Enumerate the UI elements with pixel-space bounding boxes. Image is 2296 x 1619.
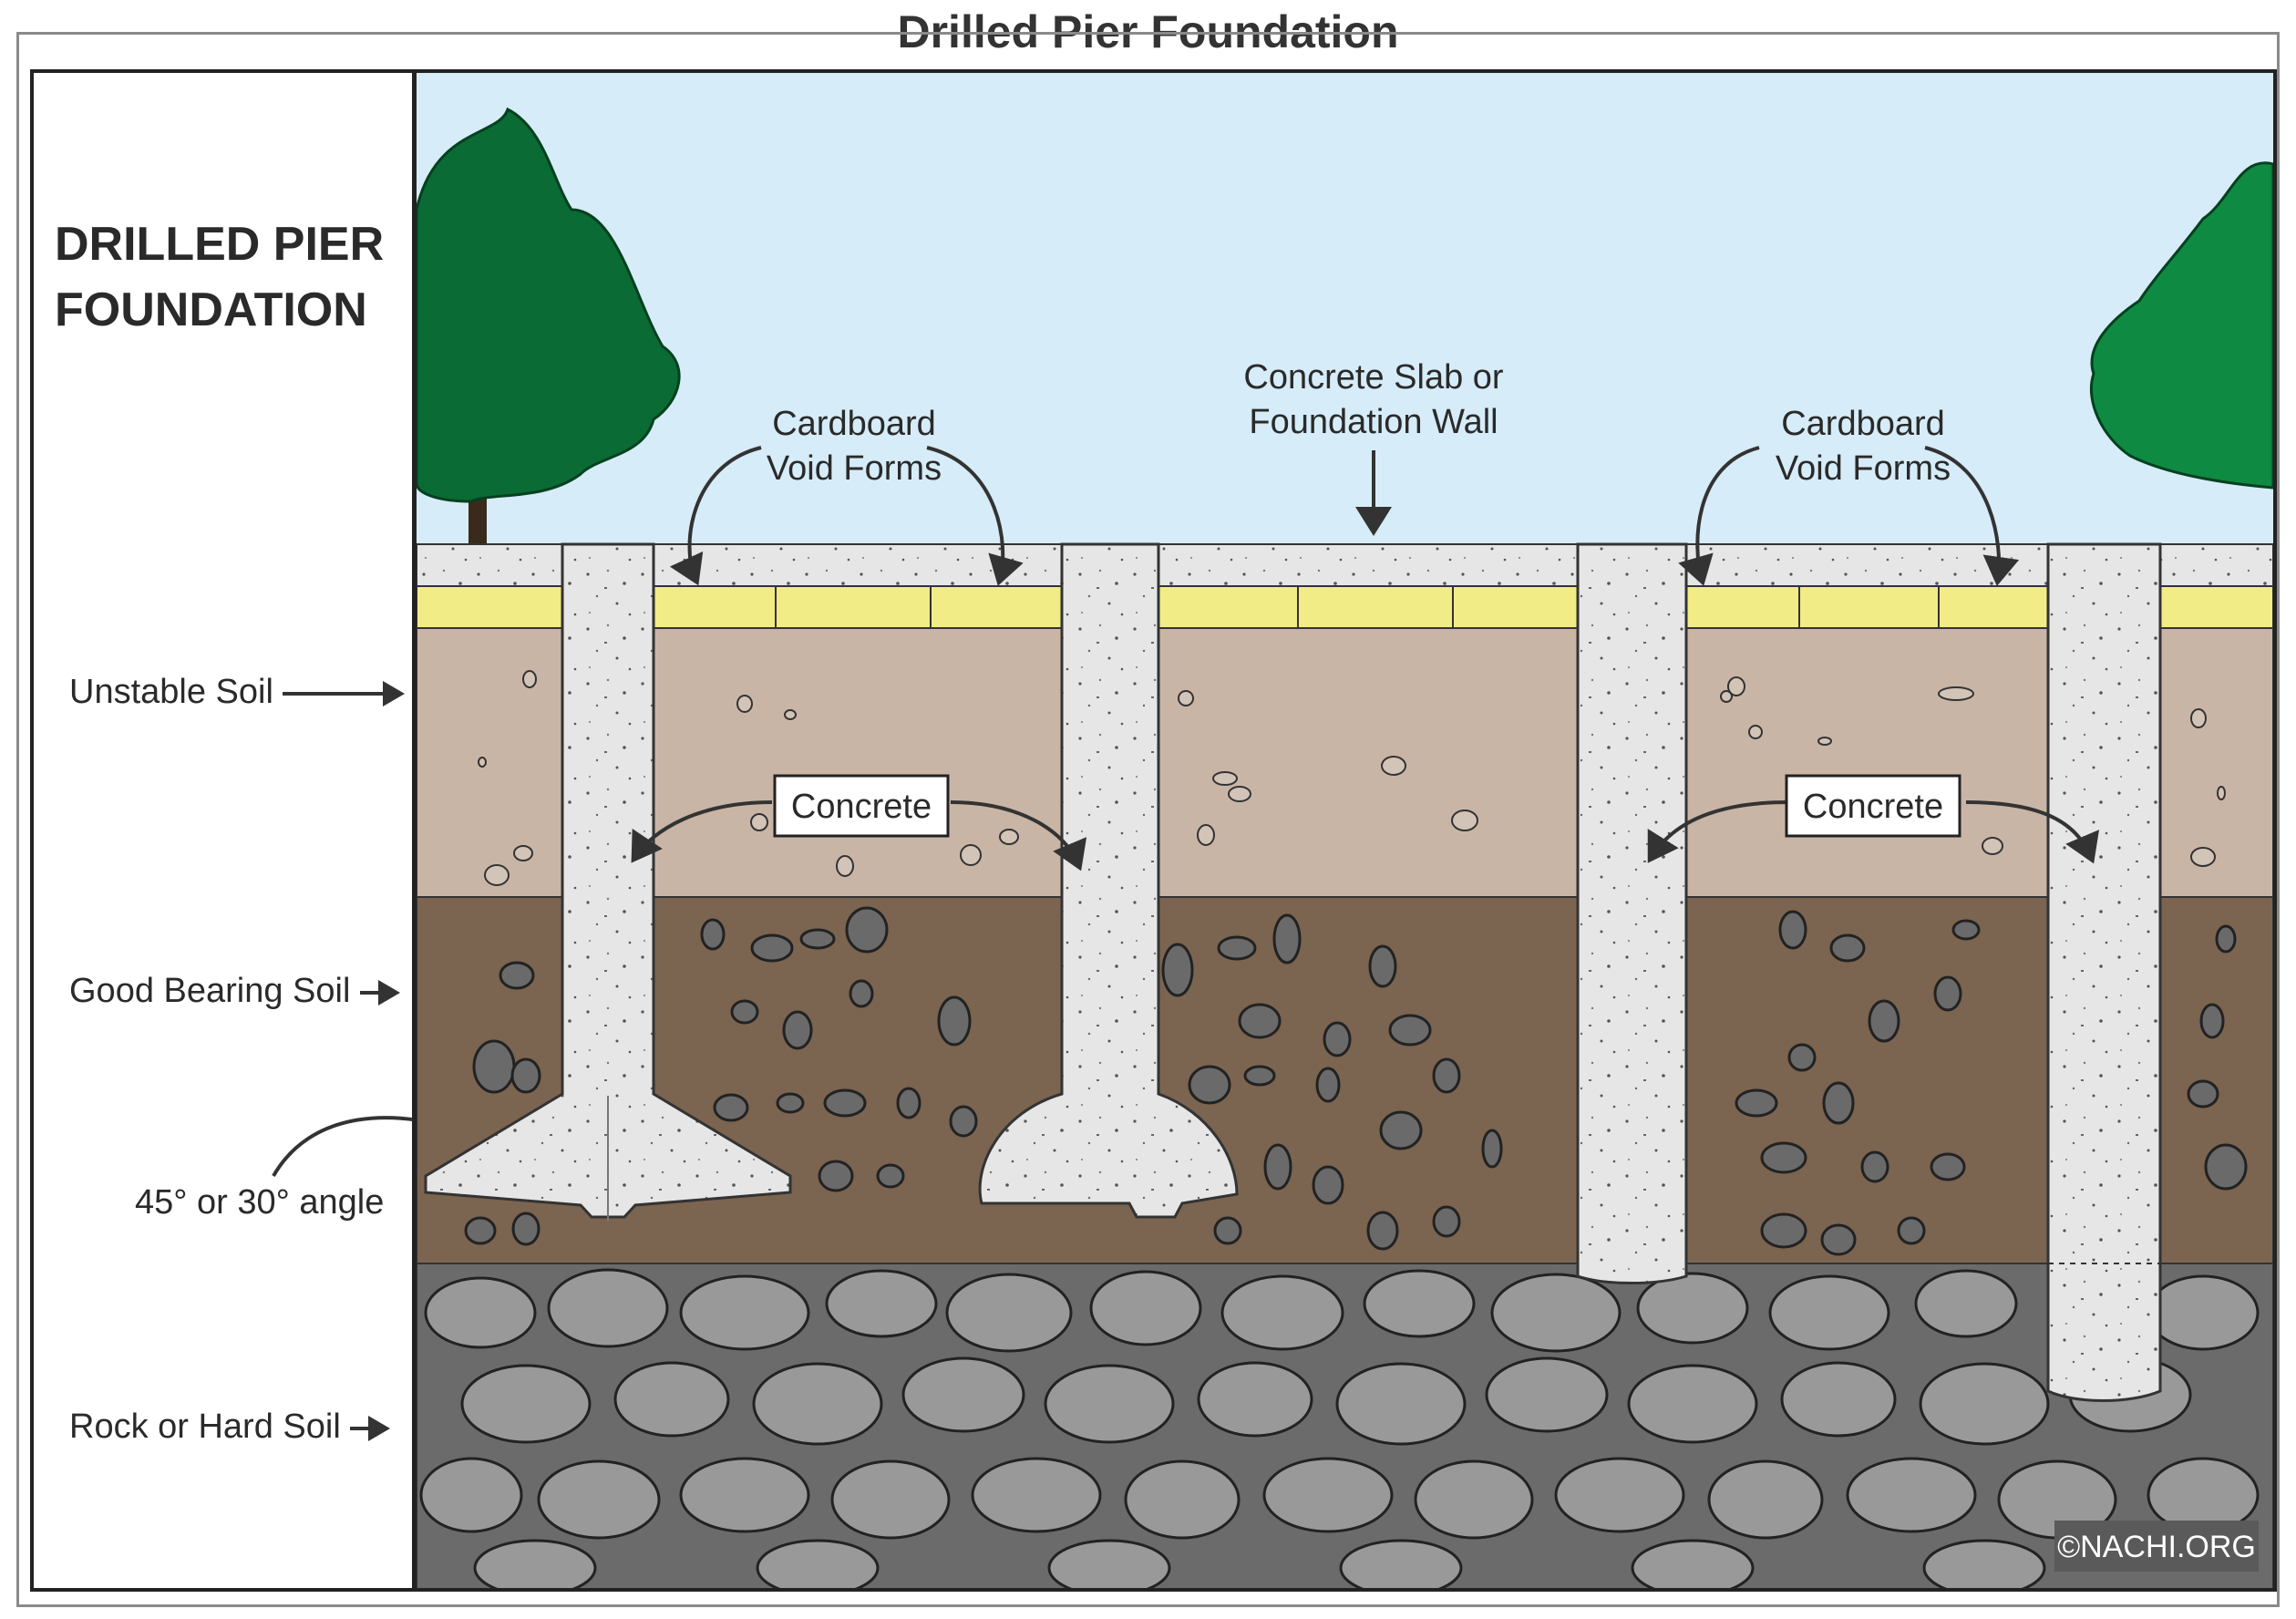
arrow-right-icon xyxy=(359,979,400,1005)
arrow-right-icon xyxy=(283,680,406,706)
sky xyxy=(417,73,2273,544)
callout-slab-1: Concrete Slab or xyxy=(1243,358,1503,397)
label-rock-text: Rock or Hard Soil xyxy=(69,1408,341,1446)
panel-title: DRILLED PIER FOUNDATION xyxy=(55,211,392,343)
label-panel xyxy=(30,69,416,1592)
pier-straight-shaft xyxy=(1576,542,1688,1284)
concrete-slab xyxy=(417,543,2273,587)
copyright-badge xyxy=(2054,1521,2259,1572)
panel-title-line1: DRILLED PIER xyxy=(55,218,385,271)
callout-void-forms-left-1: Cardboard xyxy=(772,405,936,443)
outer-frame xyxy=(16,32,2280,1607)
pier-belled-angled xyxy=(424,542,792,1222)
callout-slab-2: Foundation Wall xyxy=(1249,403,1498,441)
pier-rock-socket xyxy=(2046,542,2162,1402)
tree-right-icon xyxy=(2089,161,2273,490)
callout-concrete-right: Concrete xyxy=(1803,788,1943,826)
void-forms-left xyxy=(417,585,1579,629)
good-soil-stones xyxy=(464,906,2248,1256)
label-good-soil: Good Bearing Soil xyxy=(69,972,400,1011)
cross-section-scene: Cardboard Void Forms Concrete Slab or Fo… xyxy=(413,69,2277,1592)
label-unstable-soil-text: Unstable Soil xyxy=(69,673,273,711)
callout-void-forms-right-2: Void Forms xyxy=(1776,449,1951,488)
cross-section-svg: Cardboard Void Forms Concrete Slab or Fo… xyxy=(417,73,2273,1588)
label-rock: Rock or Hard Soil xyxy=(69,1408,391,1447)
good-soil-layer xyxy=(417,896,2273,1264)
void-forms-right xyxy=(1685,585,2273,629)
unstable-pebbles xyxy=(478,670,2226,886)
pier-belled-round xyxy=(978,542,1239,1219)
label-good-soil-text: Good Bearing Soil xyxy=(69,972,351,1010)
callout-arrows xyxy=(631,446,2099,871)
label-angle: 45° or 30° angle xyxy=(135,1183,385,1222)
concrete-label-box-right xyxy=(1785,774,1961,838)
callout-void-forms-left-2: Void Forms xyxy=(767,449,942,488)
panel-title-line2: FOUNDATION xyxy=(55,284,367,336)
arrow-right-icon xyxy=(350,1415,391,1441)
rock-cobbles xyxy=(419,1268,2260,1588)
callout-void-forms-right-1: Cardboard xyxy=(1781,405,1945,443)
callout-concrete-left: Concrete xyxy=(791,788,932,826)
concrete-label-box-left xyxy=(773,774,950,838)
tree-left-icon xyxy=(417,107,681,547)
label-unstable-soil: Unstable Soil xyxy=(69,673,406,712)
copyright-text: ©NACHI.ORG xyxy=(2057,1530,2256,1564)
